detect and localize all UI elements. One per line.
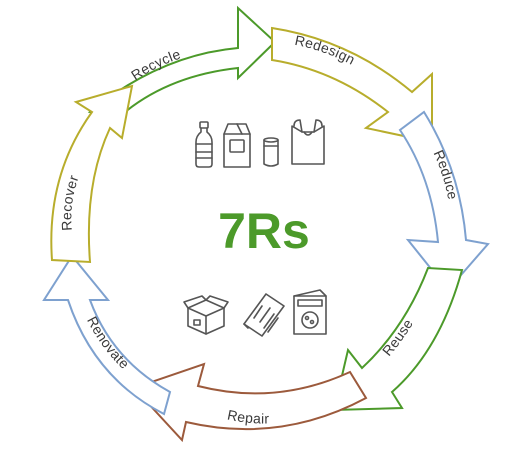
cereal-box-icon bbox=[293, 289, 327, 335]
cycle-arrows bbox=[42, 5, 490, 443]
arrow-repair bbox=[132, 362, 368, 443]
arrow-reduce bbox=[398, 110, 490, 292]
newspaper-icon bbox=[243, 293, 285, 337]
label-repair: Repair bbox=[226, 406, 269, 426]
diagram-title: 7Rs bbox=[218, 203, 310, 259]
cardboard-box-icon bbox=[183, 295, 229, 335]
plastic-bag-icon bbox=[291, 119, 325, 165]
milk-carton-icon bbox=[223, 123, 251, 168]
arrow-recover bbox=[50, 84, 134, 264]
can-icon bbox=[263, 137, 279, 167]
plastic-bottle-icon bbox=[195, 121, 213, 168]
